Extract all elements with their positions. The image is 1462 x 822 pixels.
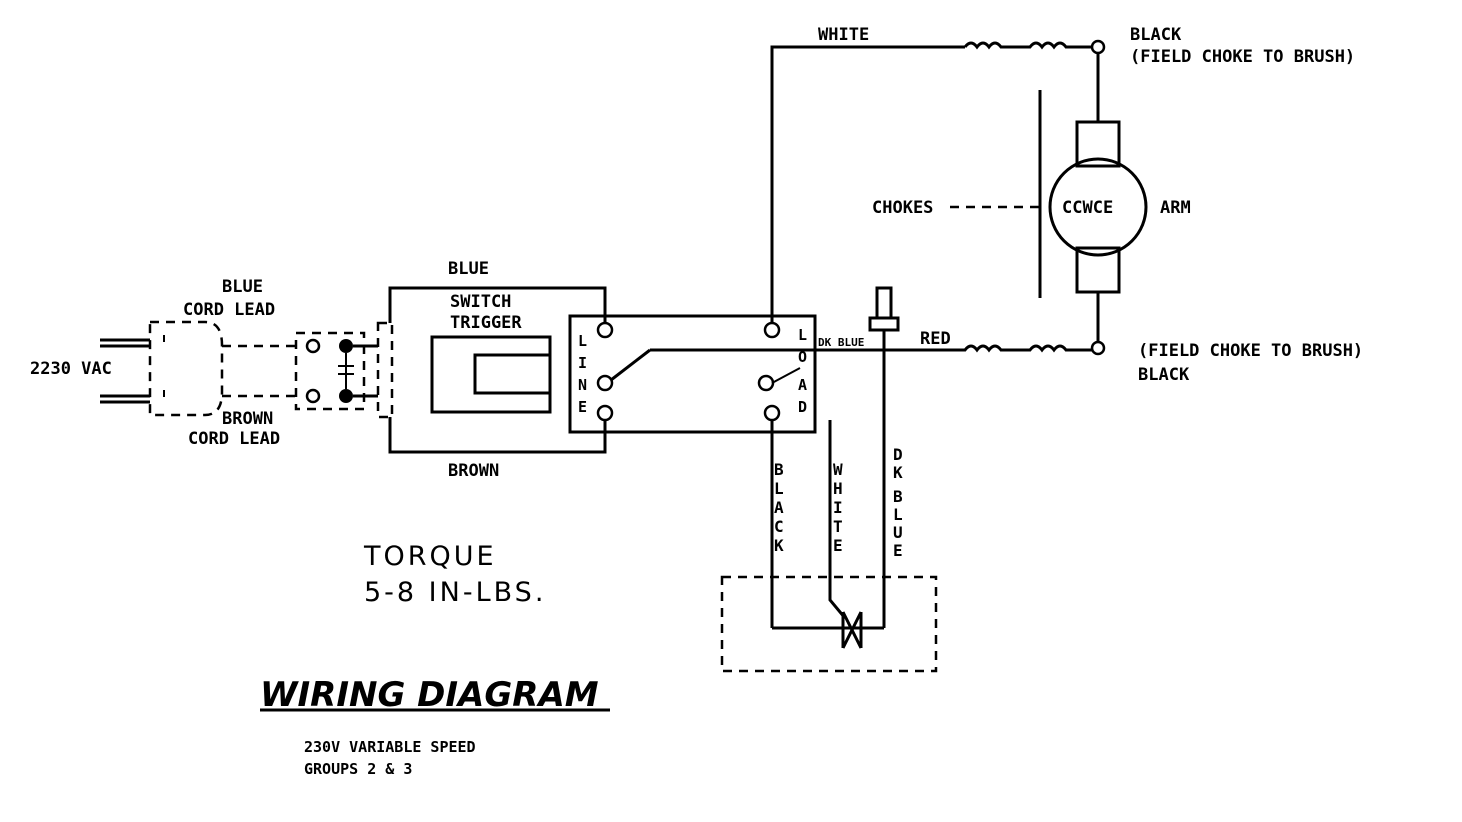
svg-text:E: E xyxy=(893,541,903,560)
dk-blue-vertical-label: D K B L U E xyxy=(893,445,903,560)
black-vertical-label: B L A C K xyxy=(774,460,784,555)
blue-cord-label-2: CORD LEAD xyxy=(183,300,275,320)
svg-text:H: H xyxy=(833,479,843,498)
svg-text:U: U xyxy=(893,523,903,542)
switch-brown-wire-label: BROWN xyxy=(448,461,499,481)
line-letter-i: I xyxy=(578,354,587,372)
svg-text:W: W xyxy=(833,460,843,479)
line-letter-l: L xyxy=(578,332,587,350)
armature-id-label: CCWCE xyxy=(1062,198,1113,218)
motor-wiring xyxy=(770,39,1148,628)
speed-control-module xyxy=(720,420,938,673)
torque-label-1: TORQUE xyxy=(363,541,497,572)
svg-text:A: A xyxy=(774,498,784,517)
svg-text:D: D xyxy=(893,445,903,464)
svg-text:I: I xyxy=(833,498,843,517)
brown-cord-label-1: BROWN xyxy=(222,409,273,429)
chokes-label: CHOKES xyxy=(872,198,933,218)
dk-blue-small-label: DK BLUE xyxy=(818,336,864,349)
subtitle-line-2: GROUPS 2 & 3 xyxy=(304,760,412,778)
white-wire-label: WHITE xyxy=(818,25,869,45)
load-letter-o: O xyxy=(798,348,807,366)
trigger-label-1: SWITCH xyxy=(450,292,511,312)
power-plug xyxy=(100,320,224,417)
line-letter-e: E xyxy=(578,398,587,416)
subtitle-line-1: 230V VARIABLE SPEED xyxy=(304,738,476,756)
svg-text:K: K xyxy=(893,463,903,482)
red-wire-label: RED xyxy=(920,329,951,349)
bottom-right-label-1: (FIELD CHOKE TO BRUSH) xyxy=(1138,341,1363,361)
line-terminals xyxy=(596,321,890,422)
svg-text:T: T xyxy=(833,517,843,536)
line-letter-n: N xyxy=(578,376,587,394)
svg-text:B: B xyxy=(774,460,784,479)
load-letter-d: D xyxy=(798,398,807,416)
load-terminals xyxy=(757,321,801,422)
diagram-title: WIRING DIAGRAM xyxy=(260,675,599,715)
trigger-label-2: TRIGGER xyxy=(450,313,522,333)
terminal-block xyxy=(294,331,378,411)
armature-label: ARM xyxy=(1160,198,1191,218)
supply-voltage-label: 2230 VAC xyxy=(30,359,112,379)
svg-text:L: L xyxy=(774,479,784,498)
white-vertical-label: W H I T E xyxy=(833,460,843,555)
switch-housing xyxy=(376,286,817,454)
svg-text:B: B xyxy=(893,487,903,506)
svg-text:L: L xyxy=(893,505,903,524)
top-right-label-1: BLACK xyxy=(1130,25,1182,45)
bottom-right-label-2: BLACK xyxy=(1138,365,1190,385)
svg-text:C: C xyxy=(774,517,784,536)
torque-label-2: 5-8 IN-LBS. xyxy=(364,577,546,608)
load-letter-a: A xyxy=(798,376,807,394)
top-right-label-2: (FIELD CHOKE TO BRUSH) xyxy=(1130,47,1355,67)
brown-cord-label-2: CORD LEAD xyxy=(188,429,280,449)
blue-cord-label-1: BLUE xyxy=(222,277,263,297)
switch-blue-wire-label: BLUE xyxy=(448,259,489,279)
cord-leads xyxy=(222,344,296,398)
svg-text:E: E xyxy=(833,536,843,555)
load-letter-l: L xyxy=(798,326,807,344)
svg-text:K: K xyxy=(774,536,784,555)
